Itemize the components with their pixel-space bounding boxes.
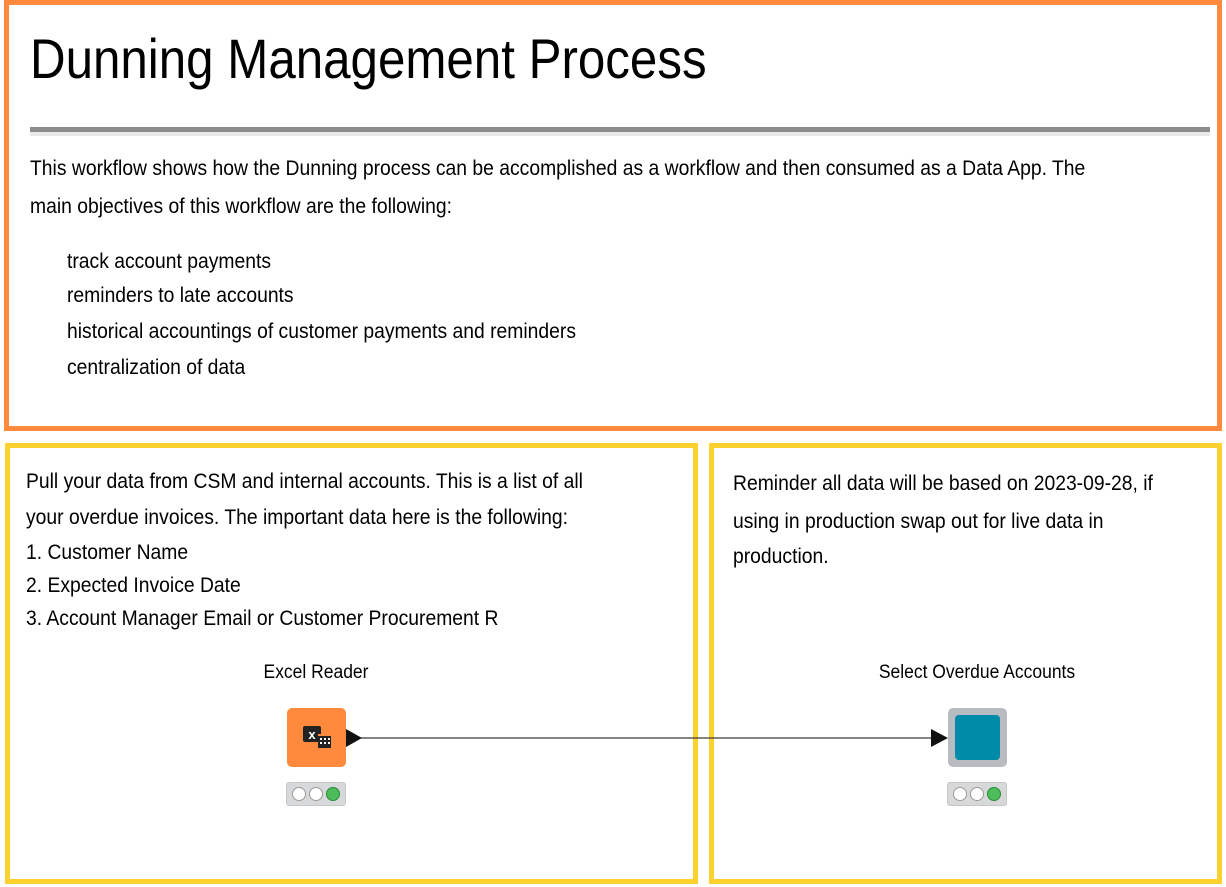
excel-reader-icon: x xyxy=(303,726,331,748)
annotation-line: production. xyxy=(733,545,829,568)
annotation-line: Reminder all data will be based on 2023-… xyxy=(733,472,1153,495)
objective-item: reminders to late accounts xyxy=(67,284,294,307)
reminder-text: Reminder all data will be based on 2023-… xyxy=(733,464,1153,573)
status-light-icon xyxy=(309,787,323,801)
select-overdue-node[interactable] xyxy=(948,708,1007,767)
title-divider xyxy=(30,127,1210,136)
select-overdue-status xyxy=(947,782,1007,806)
objective-item: centralization of data xyxy=(67,356,246,379)
workflow-description: This workflow shows how the Dunning proc… xyxy=(30,157,1086,218)
metanode-icon xyxy=(955,715,1000,760)
select-overdue-label[interactable]: Select Overdue Accounts xyxy=(878,662,1076,683)
workflow-description-annotation[interactable]: Dunning Management Process This workflow… xyxy=(4,0,1222,431)
reminder-annotation[interactable]: Reminder all data will be based on 2023-… xyxy=(709,443,1222,884)
annotation-line: using in production swap out for live da… xyxy=(733,510,1104,533)
excel-reader-node[interactable]: x xyxy=(287,708,346,767)
annotation-line: 1. Customer Name xyxy=(26,541,189,564)
data-source-annotation[interactable]: Pull your data from CSM and internal acc… xyxy=(5,443,698,884)
status-light-executed-icon xyxy=(326,787,340,801)
status-light-executed-icon xyxy=(987,787,1001,801)
objectives-list: track account payments reminders to late… xyxy=(67,245,576,385)
page-title: Dunning Management Process xyxy=(30,27,707,90)
excel-reader-label[interactable]: Excel Reader xyxy=(263,662,369,683)
status-light-icon xyxy=(292,787,306,801)
data-source-text: Pull your data from CSM and internal acc… xyxy=(26,464,583,635)
annotation-line: 3. Account Manager Email or Customer Pro… xyxy=(26,607,499,630)
annotation-line: your overdue invoices. The important dat… xyxy=(26,506,568,529)
excel-reader-status xyxy=(286,782,346,806)
objective-item: historical accountings of customer payme… xyxy=(67,320,577,343)
status-light-icon xyxy=(970,787,984,801)
objective-item: track account payments xyxy=(67,250,272,273)
annotation-line: Pull your data from CSM and internal acc… xyxy=(26,470,583,493)
status-light-icon xyxy=(953,787,967,801)
svg-text:x: x xyxy=(308,727,316,742)
annotation-line: 2. Expected Invoice Date xyxy=(26,574,241,597)
